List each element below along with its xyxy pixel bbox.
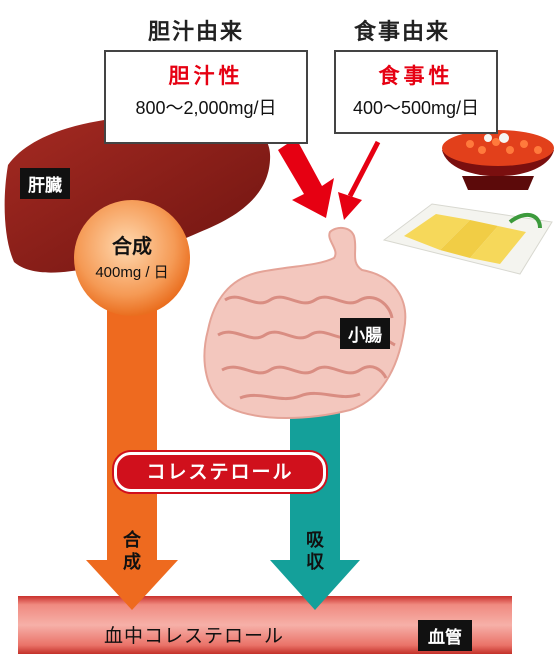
blood-cholesterol-label: 血中コレステロール xyxy=(104,621,284,648)
synthesis-arrow-label: 合成 xyxy=(121,530,143,574)
absorption-arrow-label: 吸収 xyxy=(304,530,326,574)
bile-origin-heading: 胆汁由来 xyxy=(148,14,244,46)
absorption-arrow xyxy=(270,400,360,610)
bile-box-label: 胆汁性 xyxy=(106,60,306,90)
diet-arrowhead xyxy=(338,192,362,220)
diet-arrow xyxy=(350,142,378,196)
liver-tag: 肝臓 xyxy=(20,168,70,199)
synthesis-circle-text: 合成 400mg / 日 xyxy=(78,230,186,282)
blood-vessel-tag: 血管 xyxy=(418,620,472,651)
bile-box: 胆汁性 800〜2,000mg/日 xyxy=(104,50,308,144)
synthesis-amount: 400mg / 日 xyxy=(78,261,186,282)
diet-box-label: 食事性 xyxy=(336,60,496,90)
diet-box-amount: 400〜500mg/日 xyxy=(336,94,496,120)
bile-box-amount: 800〜2,000mg/日 xyxy=(106,94,306,120)
tamagoyaki-plate-icon xyxy=(384,204,552,274)
diet-origin-heading: 食事由来 xyxy=(354,14,450,46)
cholesterol-pill: コレステロール xyxy=(114,452,326,492)
diet-box: 食事性 400〜500mg/日 xyxy=(334,50,498,134)
rice-bowl-icon xyxy=(440,130,556,190)
synthesis-label: 合成 xyxy=(78,230,186,259)
small-intestine-tag: 小腸 xyxy=(340,318,390,349)
bile-arrow xyxy=(278,138,334,218)
